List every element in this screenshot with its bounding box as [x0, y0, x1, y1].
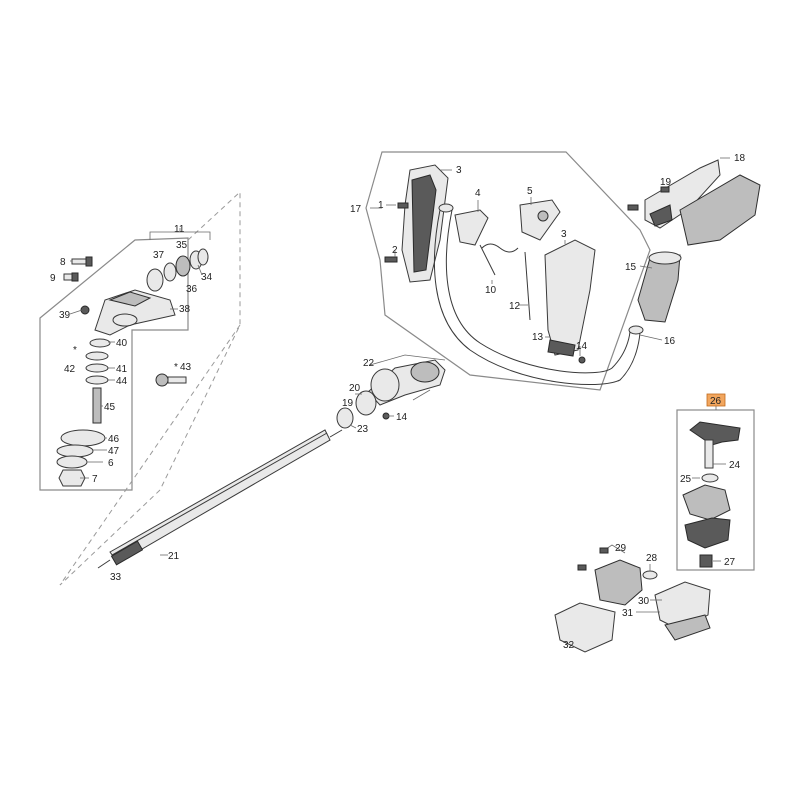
label-42: 42 [64, 364, 76, 375]
label-47: 47 [108, 446, 120, 457]
label-39: 39 [59, 310, 71, 321]
label-3-top: 3 [456, 165, 462, 176]
star-mark-b: * [174, 362, 178, 373]
label-36: 36 [186, 284, 198, 295]
bolt-43 [155, 373, 187, 387]
label-40: 40 [116, 338, 128, 349]
handle-frame [365, 151, 651, 391]
gearhead-frame [39, 237, 189, 491]
label-11: 11 [174, 224, 185, 235]
label-43: 43 [180, 362, 192, 373]
label-20: 20 [349, 383, 361, 394]
label-4: 4 [475, 188, 481, 199]
loop-handle-16 [433, 209, 641, 386]
label-41: 41 [116, 364, 128, 375]
label-18: 18 [734, 153, 746, 164]
label-6: 6 [108, 458, 114, 469]
label-2: 2 [392, 245, 398, 256]
label-22: 22 [363, 358, 375, 369]
assembly-26-frame [676, 409, 755, 571]
handle-half-3-right [544, 239, 596, 357]
label-14-handle: 14 [576, 341, 588, 352]
label-27: 27 [724, 557, 736, 568]
label-26: 26 [710, 396, 722, 407]
label-7: 7 [92, 474, 98, 485]
drive-shaft-assembly [97, 429, 343, 569]
label-25: 25 [680, 474, 692, 485]
label-44: 44 [116, 376, 128, 387]
label-26-highlight [706, 393, 726, 407]
label-14-shaft: 14 [396, 412, 408, 423]
part-labels: 11 8 9 37 35 34 36 38 39 40 * 41 42 44 4… [50, 153, 746, 651]
gearhead-group [39, 190, 241, 586]
label-1: 1 [378, 200, 384, 211]
label-37: 37 [153, 250, 165, 261]
clamp-assembly-22 [336, 354, 446, 429]
label-8: 8 [60, 257, 66, 268]
label-35: 35 [176, 240, 188, 251]
label-5: 5 [527, 186, 533, 197]
handle-group [365, 151, 682, 391]
label-10: 10 [485, 285, 497, 296]
label-16: 16 [664, 336, 676, 347]
label-45: 45 [104, 402, 116, 413]
label-13: 13 [532, 332, 544, 343]
label-9: 9 [50, 273, 56, 284]
label-21: 21 [168, 551, 180, 562]
label-34: 34 [201, 272, 213, 283]
bolt-8 [71, 256, 93, 267]
lever-5 [519, 199, 561, 241]
assembly-26 [676, 405, 755, 571]
label-19-top: 19 [660, 177, 672, 188]
label-28: 28 [646, 553, 658, 564]
sleeve-32 [554, 602, 616, 653]
label-19: 19 [342, 398, 354, 409]
grip-15 [637, 251, 682, 323]
handle-half-3-left [401, 164, 449, 283]
label-33: 33 [110, 572, 122, 583]
clamp-half-29 [594, 559, 643, 606]
star-mark-a: * [73, 345, 77, 356]
label-32: 32 [563, 640, 575, 651]
label-3-right: 3 [561, 229, 567, 240]
label-15: 15 [625, 262, 637, 273]
label-29: 29 [615, 543, 627, 554]
bolt-9 [63, 272, 79, 282]
lower-clamp-assembly [554, 544, 711, 653]
label-23: 23 [357, 424, 369, 435]
label-12: 12 [509, 301, 521, 312]
bearing-set [146, 248, 209, 292]
gear-housing-38 [94, 289, 176, 336]
label-17: 17 [350, 204, 362, 215]
cover-assembly-18 [627, 157, 761, 246]
label-30: 30 [638, 596, 650, 607]
label-38: 38 [179, 304, 191, 315]
shaft-dash-guide [59, 324, 241, 586]
label-46: 46 [108, 434, 120, 445]
label-31: 31 [622, 608, 634, 619]
trigger-4 [454, 209, 489, 246]
spindle-stack [56, 338, 111, 487]
gearhead-dash-guide [159, 190, 241, 491]
label-24: 24 [729, 460, 741, 471]
